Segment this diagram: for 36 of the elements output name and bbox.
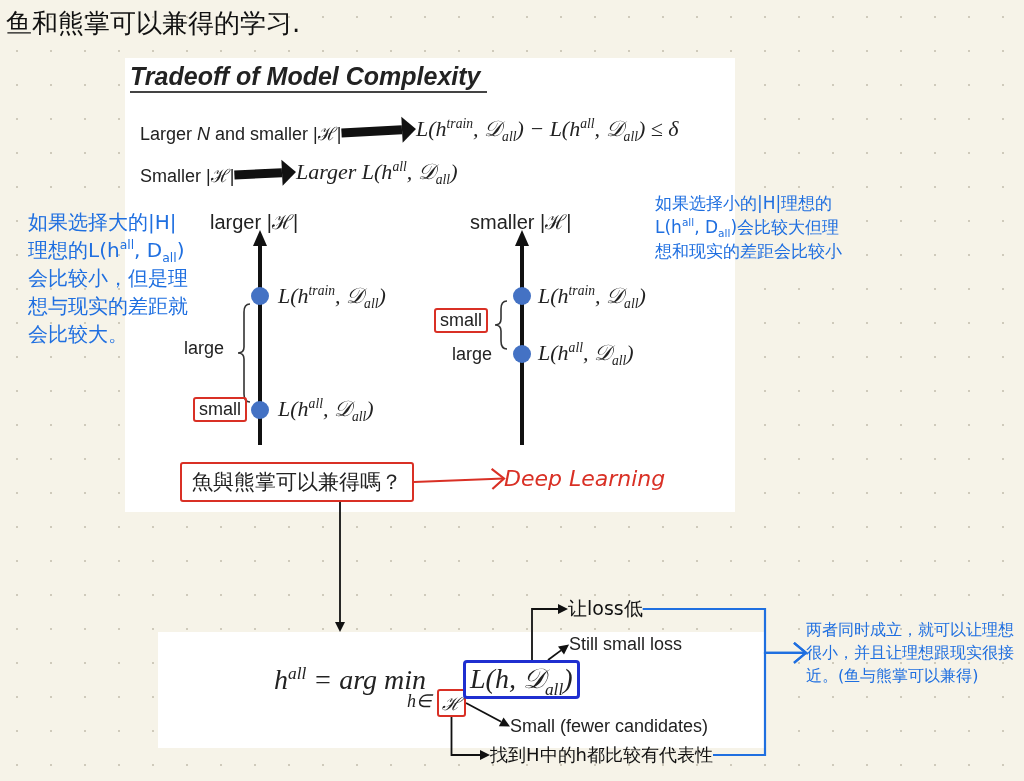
highlight-box: L(h, 𝒟$_{all}$) xyxy=(463,660,580,699)
condition-text: Larger N and smaller |ℋ| xyxy=(140,121,342,145)
handwritten-note: Deep Learning xyxy=(504,466,666,491)
highlighted-label: small xyxy=(193,397,247,422)
arrow xyxy=(531,604,568,661)
arrow xyxy=(450,716,490,760)
formula-panel xyxy=(158,632,765,748)
brace-label: large xyxy=(184,338,225,359)
handwritten-note: 让loss低 xyxy=(568,596,643,622)
point-label: L(h$^{all}$, 𝒟$_{all}$) xyxy=(538,340,634,366)
handwritten-note: 两者同时成立，就可以让理想很小，并且让理想跟现实很接近。(鱼与熊掌可以兼得) xyxy=(806,618,1018,688)
annotation-text: Small (fewer candidates) xyxy=(510,716,709,737)
annotation-text: Still small loss xyxy=(569,634,683,655)
point-label: L(h$^{train}$, 𝒟$_{all}$) xyxy=(278,283,386,309)
axis-title: smaller |ℋ| xyxy=(470,210,572,235)
handwritten-note: 如果选择小的|H|理想的L(h$^{all}$, D$_{all}$)会比较大但理想和现实的差距会比较小 xyxy=(655,192,843,263)
highlighted-label: small xyxy=(434,308,488,333)
formula-text: Larger L(h$^{all}$, 𝒟$_{all}$) xyxy=(296,159,458,185)
arrow xyxy=(713,641,808,757)
handwritten-note: 找到H中的h都比较有代表性 xyxy=(490,743,713,767)
arrow xyxy=(413,467,506,491)
brace-label: large xyxy=(452,344,493,365)
highlight-box: ℋ xyxy=(437,689,466,717)
slide-heading: Tradeoff of Model Complexity xyxy=(130,62,487,93)
axis-title: larger |ℋ| xyxy=(210,210,299,235)
point-label: L(h$^{train}$, 𝒟$_{all}$) xyxy=(538,283,646,309)
formula-text: L(h$^{train}$, 𝒟$_{all}$) − L(h$^{all}$, 𝒟$_{all}$) ≤ δ xyxy=(416,116,679,142)
arrow xyxy=(465,702,510,727)
condition-text: Smaller |ℋ| xyxy=(140,163,235,187)
handwritten-title: 鱼和熊掌可以兼得的学习. xyxy=(6,7,301,40)
point-label: L(h$^{all}$, 𝒟$_{all}$) xyxy=(278,396,374,422)
block-arrow xyxy=(341,116,416,143)
question-box: 魚與熊掌可以兼得嗎？ xyxy=(180,462,414,502)
arrow xyxy=(335,501,345,632)
arrow xyxy=(547,644,570,661)
block-arrow xyxy=(234,159,296,186)
